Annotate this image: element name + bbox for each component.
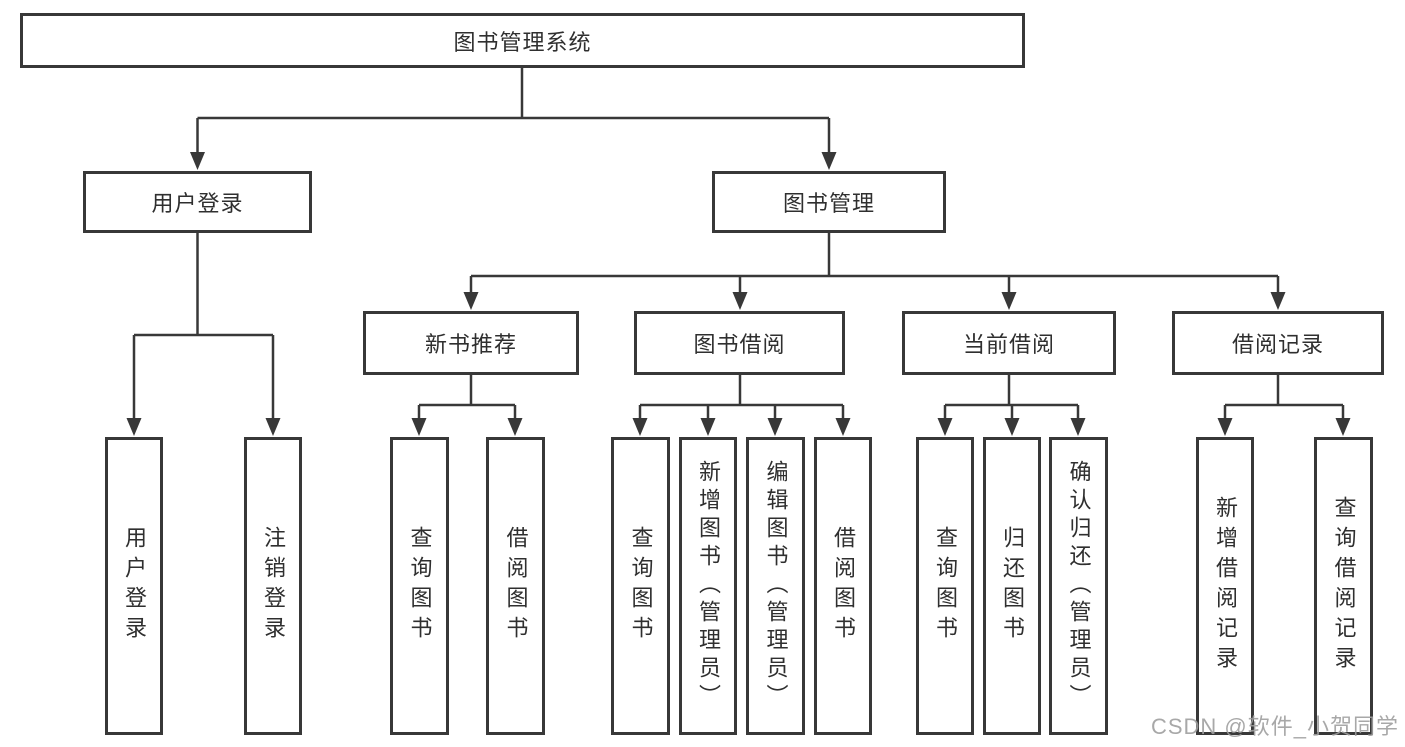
node-borrowing-records: 借阅记录 [1172, 311, 1384, 375]
node-new-book-recommend: 新书推荐 [363, 311, 579, 375]
leaf-bb-borrow-books: 借阅图书 [814, 437, 872, 735]
leaf-br-add-record: 新增借阅记录 [1196, 437, 1254, 735]
leaf-bb-edit-books-label: 编辑图书（管理员） [763, 460, 789, 712]
leaf-user-login-label: 用户登录 [122, 526, 147, 646]
node-current-borrowing: 当前借阅 [902, 311, 1116, 375]
leaf-logout-label: 注销登录 [261, 526, 286, 646]
leaf-bb-edit-books: 编辑图书（管理员） [746, 437, 805, 735]
leaf-nbr-borrow-books-label: 借阅图书 [503, 526, 529, 646]
node-user-login-label: 用户登录 [151, 191, 244, 216]
node-book-borrowing-label: 图书借阅 [693, 332, 786, 357]
node-new-book-recommend-label: 新书推荐 [424, 332, 517, 357]
leaf-bb-query-books-label: 查询图书 [628, 526, 654, 646]
node-book-management-label: 图书管理 [782, 191, 875, 216]
leaf-cb-confirm-return: 确认归还（管理员） [1049, 437, 1108, 735]
node-user-login: 用户登录 [83, 171, 312, 233]
node-root-label: 图书管理系统 [453, 29, 592, 55]
leaf-nbr-query-books: 查询图书 [390, 437, 449, 735]
leaf-cb-confirm-return-label: 确认归还（管理员） [1066, 460, 1092, 712]
leaf-bb-add-books: 新增图书（管理员） [679, 437, 737, 735]
leaf-bb-query-books: 查询图书 [611, 437, 670, 735]
leaf-cb-return-books-label: 归还图书 [1000, 526, 1025, 646]
leaf-nbr-borrow-books: 借阅图书 [486, 437, 545, 735]
leaf-nbr-query-books-label: 查询图书 [407, 526, 433, 646]
leaf-bb-borrow-books-label: 借阅图书 [831, 526, 856, 646]
leaf-cb-query-books-label: 查询图书 [933, 526, 958, 646]
arrowheads [126, 152, 1351, 436]
csdn-watermark: CSDN @软件_小贺同学 [1150, 714, 1399, 739]
node-borrowing-records-label: 借阅记录 [1231, 332, 1324, 357]
leaf-br-add-record-label: 新增借阅记录 [1213, 496, 1238, 676]
leaf-cb-query-books: 查询图书 [916, 437, 974, 735]
node-book-management: 图书管理 [712, 171, 946, 233]
leaf-cb-return-books: 归还图书 [983, 437, 1041, 735]
leaf-bb-add-books-label: 新增图书（管理员） [696, 460, 721, 712]
leaf-user-login: 用户登录 [105, 437, 163, 735]
node-current-borrowing-label: 当前借阅 [962, 332, 1055, 357]
node-root: 图书管理系统 [20, 13, 1025, 68]
leaf-br-query-record: 查询借阅记录 [1314, 437, 1373, 735]
leaf-br-query-record-label: 查询借阅记录 [1331, 496, 1357, 676]
leaf-logout: 注销登录 [244, 437, 302, 735]
node-book-borrowing: 图书借阅 [634, 311, 845, 375]
